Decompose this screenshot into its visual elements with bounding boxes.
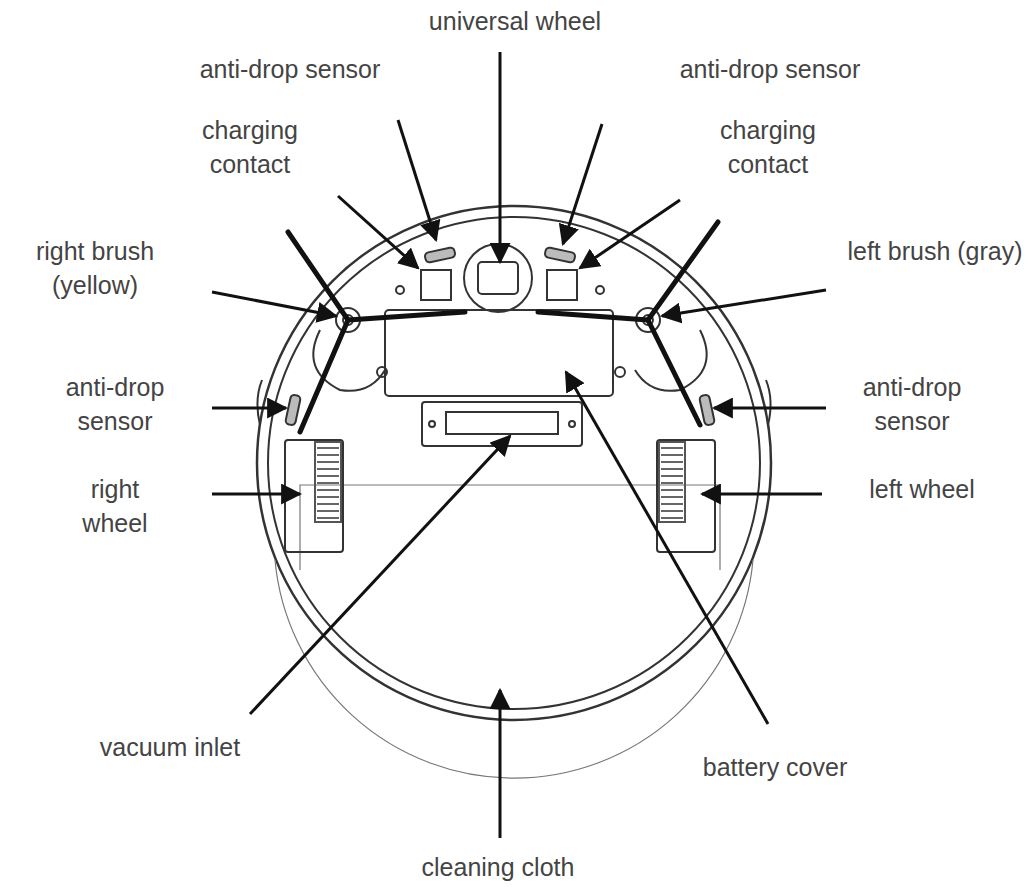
part-label: anti-drop sensor bbox=[30, 370, 200, 438]
part-label: vacuum inlet bbox=[40, 730, 300, 764]
part-label: battery cover bbox=[645, 750, 905, 784]
part-label: charging contact bbox=[683, 113, 853, 181]
part-label: anti-drop sensor bbox=[827, 370, 997, 438]
part-label: right brush (yellow) bbox=[7, 234, 183, 302]
part-label: universal wheel bbox=[365, 4, 665, 38]
part-label: left brush (gray) bbox=[847, 234, 1023, 268]
part-label: anti-drop sensor bbox=[640, 52, 900, 86]
part-label: left wheel bbox=[862, 472, 982, 506]
part-label: anti-drop sensor bbox=[160, 52, 420, 86]
part-label: charging contact bbox=[165, 113, 335, 181]
part-label: right wheel bbox=[55, 472, 175, 540]
part-label: cleaning cloth bbox=[348, 850, 648, 884]
